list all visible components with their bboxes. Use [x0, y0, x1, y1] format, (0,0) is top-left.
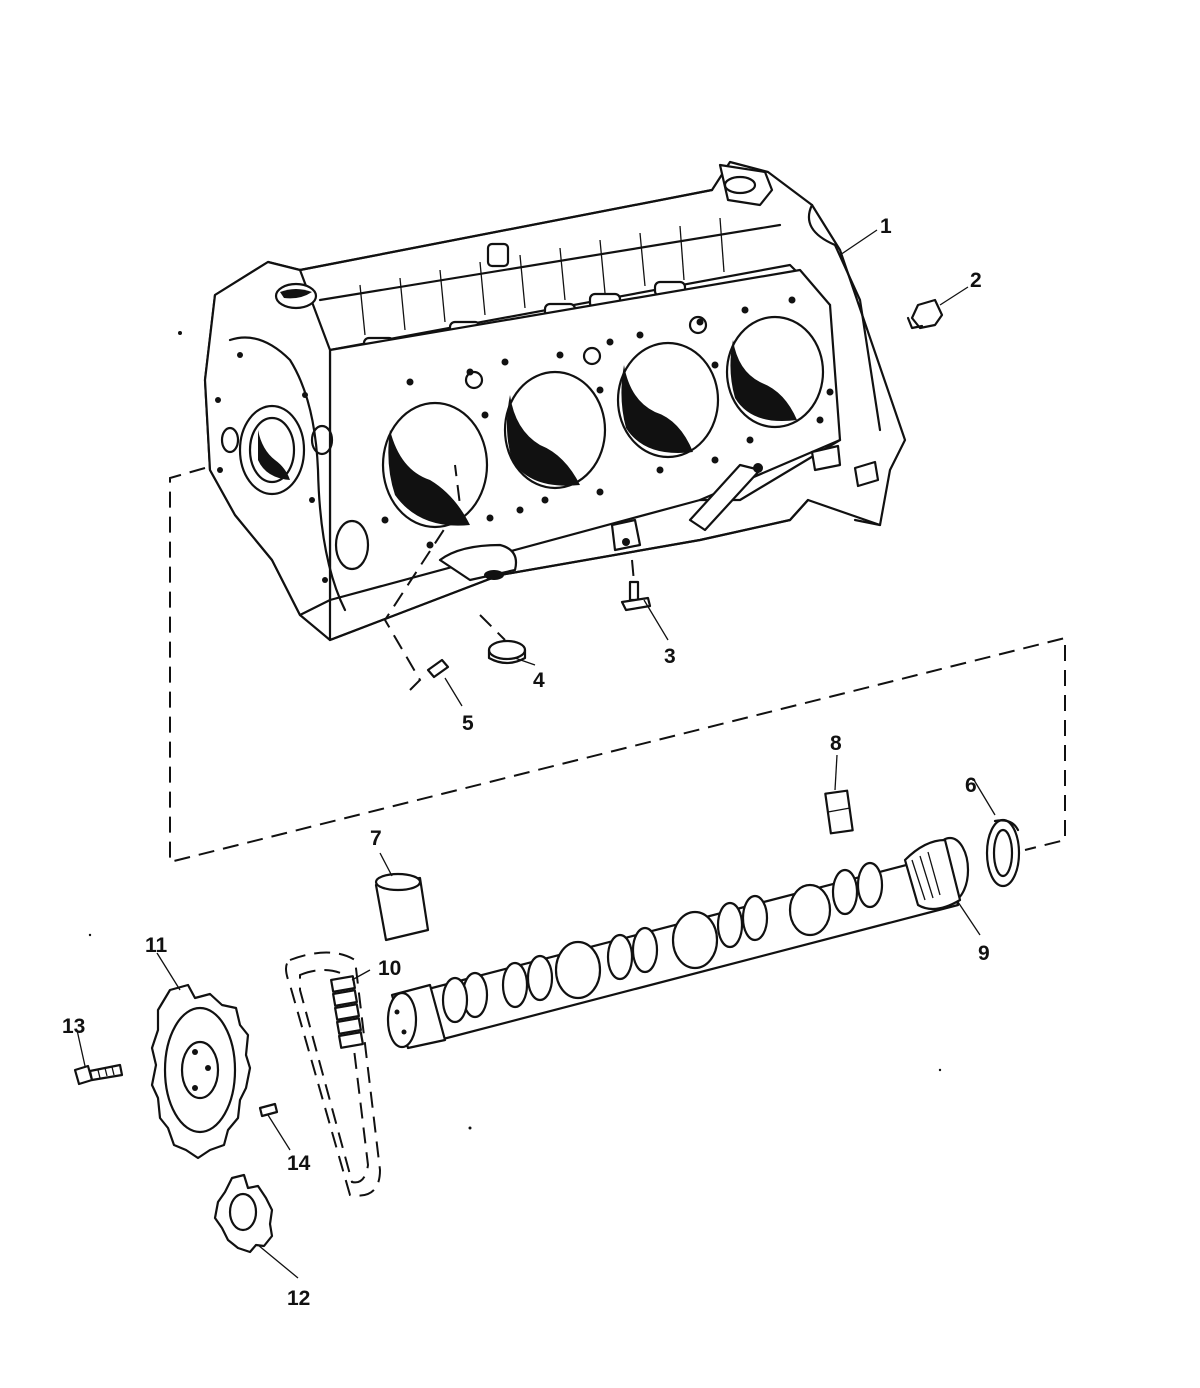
part-9-camshaft	[386, 836, 970, 1050]
part-8-key	[824, 789, 854, 835]
callout-11: 11	[145, 934, 168, 957]
callout-3: 3	[664, 645, 676, 668]
part-13-bolt	[73, 1063, 124, 1086]
leader-lines	[76, 229, 996, 1279]
part-10-timing-chain	[285, 951, 382, 1197]
cylinder-bores	[381, 315, 825, 529]
callout-labels: 1 2 3 4 5 6 7 8 9 10 11 12 13 14	[62, 215, 990, 1310]
engine-block	[178, 160, 907, 642]
callout-4: 4	[533, 669, 545, 692]
callout-7: 7	[370, 827, 382, 850]
callout-5: 5	[462, 712, 474, 735]
part-7-bushing	[374, 872, 430, 942]
part-3-pin	[620, 580, 652, 612]
callout-6: 6	[965, 774, 977, 797]
part-4-disc	[487, 639, 527, 665]
callout-2: 2	[970, 269, 982, 292]
callout-14: 14	[287, 1152, 311, 1175]
callout-1: 1	[880, 215, 892, 238]
part-2-plug	[906, 298, 944, 330]
callout-9: 9	[978, 942, 990, 965]
part-14-dowel	[258, 1102, 279, 1118]
part-11-cam-sprocket	[150, 983, 252, 1160]
callout-10: 10	[378, 957, 401, 980]
part-5-pin	[426, 658, 450, 679]
callout-8: 8	[830, 732, 842, 755]
part-12-crank-sprocket	[213, 1173, 274, 1254]
part-6-bushing	[985, 818, 1021, 888]
callout-12: 12	[287, 1287, 310, 1310]
callout-13: 13	[62, 1015, 85, 1038]
